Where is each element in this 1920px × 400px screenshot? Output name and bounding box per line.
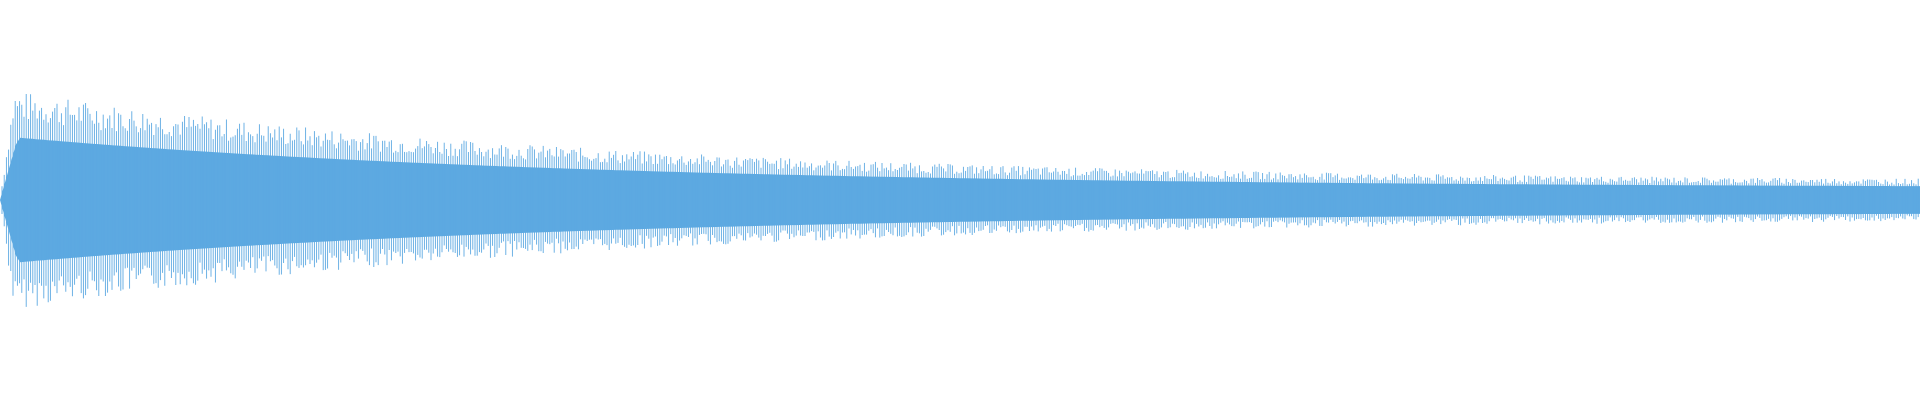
waveform-envelope-fill <box>0 137 1920 263</box>
waveform-peaks <box>1 94 1919 307</box>
waveform-core <box>0 137 1920 263</box>
